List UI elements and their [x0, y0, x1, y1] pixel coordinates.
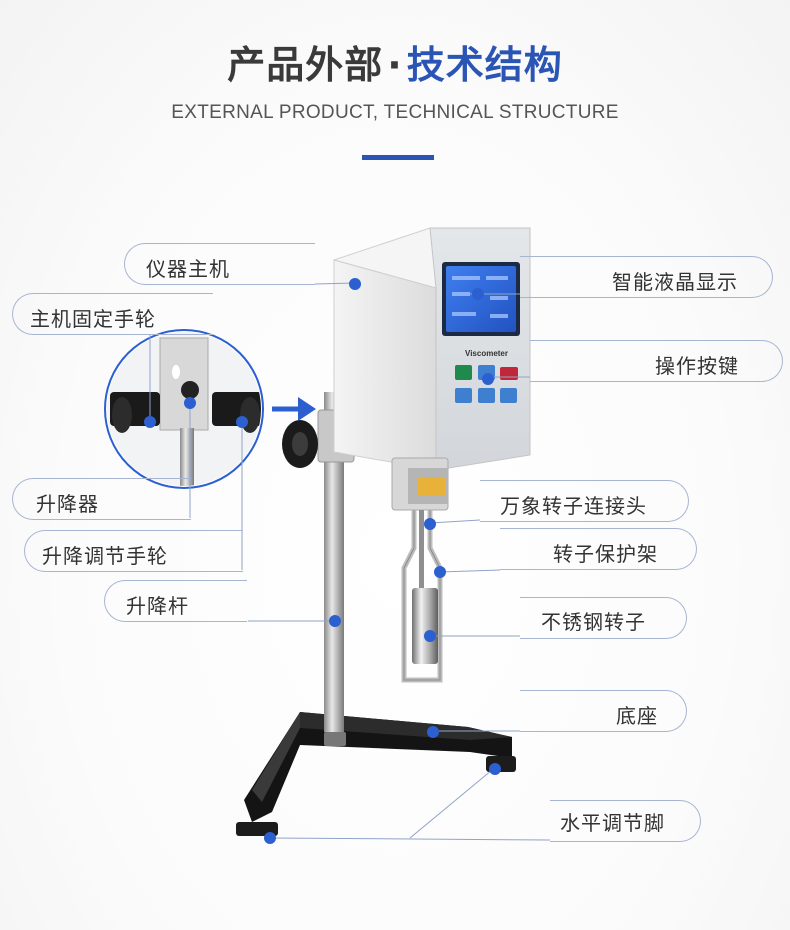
callout-frame-rotor [520, 597, 687, 639]
keypad [455, 365, 518, 403]
callout-frame-feet [550, 800, 701, 842]
page-title: 产品外部·技术结构 [0, 34, 790, 89]
label-feet: 水平调节脚 [560, 811, 665, 835]
foot-left [236, 822, 278, 836]
label-lift-rod: 升降杆 [126, 594, 189, 618]
leader-lines [149, 282, 551, 841]
callout-frame-host-wheel [12, 293, 213, 335]
callout-frame-lcd [520, 256, 773, 298]
label-lift-wheel: 升降调节手轮 [42, 544, 168, 568]
steel-rotor [412, 588, 438, 664]
callout-frame-base [520, 690, 687, 732]
label-joint: 万象转子连接头 [500, 494, 647, 518]
label-host: 仪器主机 [146, 257, 230, 281]
base-stand [236, 712, 516, 836]
page-subtitle: EXTERNAL PRODUCT, TECHNICAL STRUCTURE [171, 102, 619, 123]
label-lifter: 升降器 [36, 492, 99, 516]
callout-frame-guard [500, 528, 697, 570]
callout-frame-lifter [12, 478, 191, 520]
label-guard: 转子保护架 [553, 542, 658, 566]
callout-frame-host [124, 243, 315, 285]
label-rotor: 不锈钢转子 [541, 610, 646, 634]
lift-rod [324, 392, 344, 732]
lift-knob [282, 420, 318, 468]
title-accent: 技术结构 [406, 43, 563, 87]
title-underline [362, 155, 434, 160]
arrow-icon [298, 397, 316, 421]
callout-frame-lift-rod [104, 580, 247, 622]
label-host-wheel: 主机固定手轮 [30, 307, 156, 331]
instrument-body: Viscometer [332, 227, 531, 471]
callout-frame-lift-wheel [24, 530, 243, 572]
label-base: 底座 [616, 704, 658, 728]
title-main: 产品外部 [227, 43, 384, 87]
model-text: Viscometer [465, 349, 508, 358]
callout-frame-joint [480, 480, 689, 522]
callout-frame-keys [530, 340, 783, 382]
label-keys: 操作按键 [655, 354, 739, 378]
label-lcd: 智能液晶显示 [612, 270, 738, 294]
inset-detail [104, 329, 264, 489]
marker-dots [144, 278, 501, 844]
title-dot: · [387, 43, 403, 87]
